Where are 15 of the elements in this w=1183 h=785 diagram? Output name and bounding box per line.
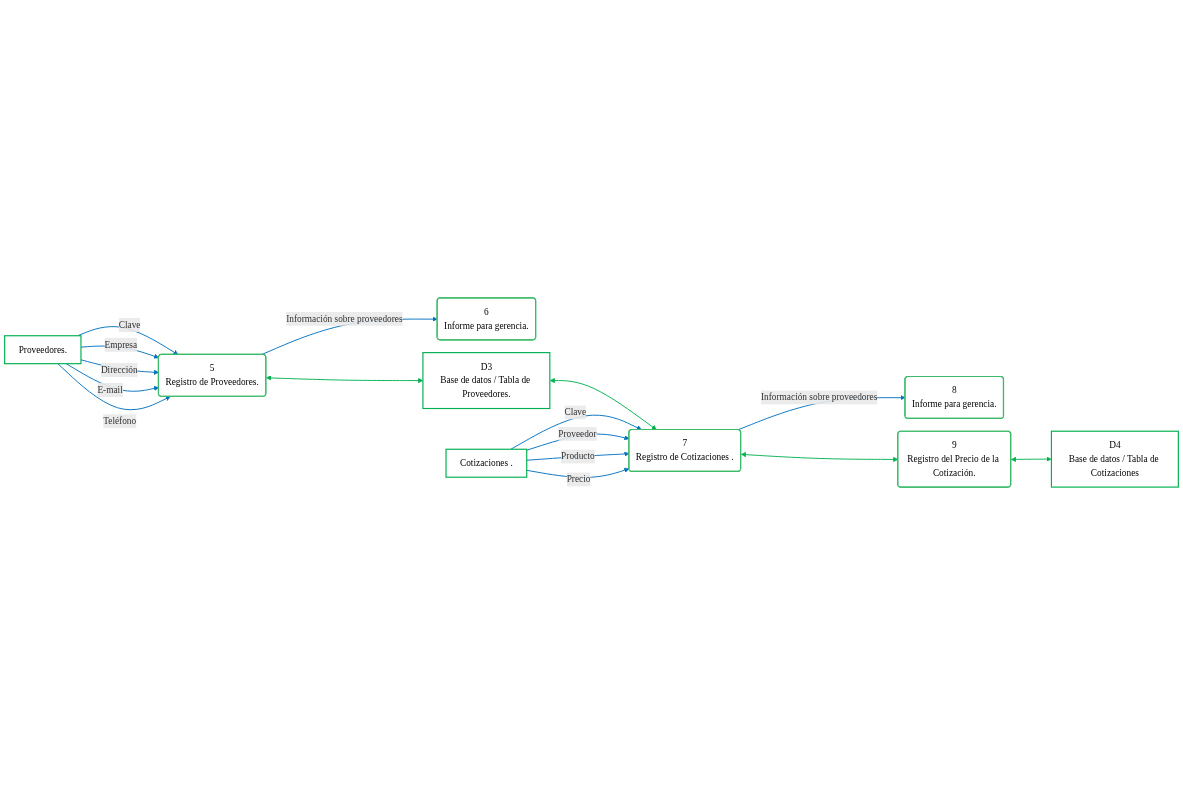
edge-label: Teléfono	[103, 416, 137, 426]
edge-label: Clave	[564, 407, 587, 418]
node-box: Proveedores.	[4, 335, 82, 365]
edge-label: E-mail	[97, 384, 123, 395]
edge-label: Producto	[561, 451, 595, 462]
node-box: D3 Base de datos / Tabla de Proveedores.	[422, 352, 551, 410]
edge-label: Precio	[566, 474, 591, 485]
edge-label: Empresa	[104, 339, 138, 350]
node-box: D4 Base de datos / Tabla de Cotizaciones	[1050, 430, 1179, 488]
edge-label: Información sobre proveedores	[760, 392, 878, 403]
edge-label: Dirección	[100, 364, 138, 375]
edge-label: Información sobre proveedores	[286, 313, 403, 324]
edge-label: Proveedor	[558, 428, 597, 439]
node-box: Cotizaciones .	[445, 448, 528, 478]
edge-label: Clave	[118, 319, 141, 330]
